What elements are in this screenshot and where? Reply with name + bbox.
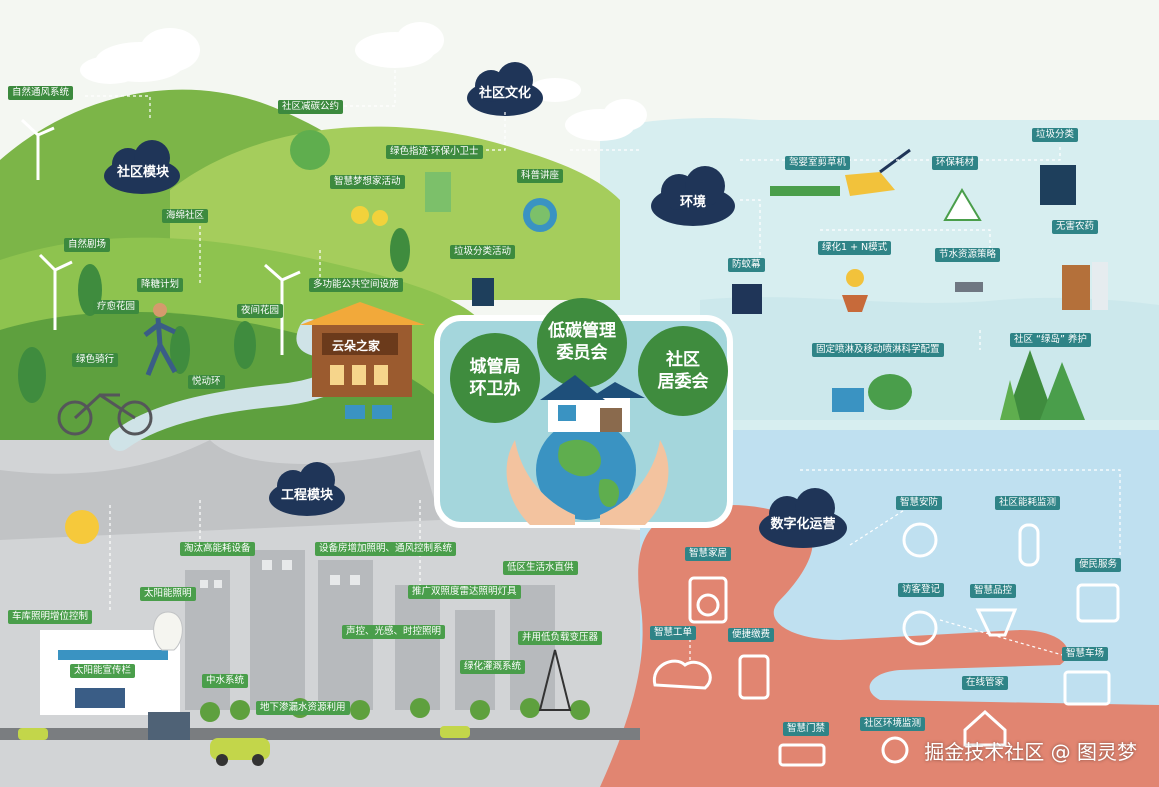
label-solar-board: 太阳能宣传栏 xyxy=(70,664,136,678)
module-title-culture: 社区文化 xyxy=(478,86,531,101)
label-public-space: 多功能公共空间设施 xyxy=(309,278,403,292)
module-title-environment: 环境 xyxy=(679,195,706,210)
label-eco-material: 环保耗材 xyxy=(932,156,979,170)
module-title-community: 社区模块 xyxy=(116,165,169,180)
cloud-house-sign: 云朵之家 xyxy=(332,339,381,353)
label-online-steward: 在线管家 xyxy=(962,676,1009,690)
label-easy-payment: 便捷缴费 xyxy=(728,628,775,642)
label-garage-lighting: 车库照明增位控制 xyxy=(8,610,93,624)
label-mosquito-screen: 防蚊幕 xyxy=(728,258,765,272)
label-smart-quality: 智慧品控 xyxy=(970,584,1017,598)
label-waste-activity: 垃圾分类活动 xyxy=(450,245,516,259)
center-circle-line2: 居委会 xyxy=(657,372,709,392)
label-equipment-lighting: 设备房增加照明、通风控制系统 xyxy=(315,542,457,556)
label-water-direct-supply: 低区生活水直供 xyxy=(503,561,578,575)
label-rain-reuse: 地下渗漏水资源利用 xyxy=(256,701,350,715)
center-circle-low-carbon-committee: 低碳管理 委员会 xyxy=(537,320,627,364)
label-smart-home: 智慧家居 xyxy=(685,547,732,561)
module-title-engineering: 工程模块 xyxy=(280,488,333,503)
label-env-monitor: 社区环境监测 xyxy=(860,717,926,731)
label-smart-parking: 智慧车场 xyxy=(1062,647,1109,661)
label-dream-activity: 智慧梦想家活动 xyxy=(330,175,405,189)
center-circle-line2: 委员会 xyxy=(556,343,608,363)
center-circle-line1: 低碳管理 xyxy=(548,321,616,341)
center-circle-line2: 环卫办 xyxy=(469,379,521,399)
label-natural-ventilation: 自然通风系统 xyxy=(8,86,74,100)
label-water-saving: 节水资源策略 xyxy=(935,248,1001,262)
center-circle-city-management: 城管局 环卫办 xyxy=(450,356,540,400)
label-greening-irrigation: 绿化灌溉系统 xyxy=(460,660,526,674)
label-safe-pesticide: 无害农药 xyxy=(1052,220,1099,234)
label-convenience-service: 便民服务 xyxy=(1075,558,1122,572)
label-reclaimed-water: 中水系统 xyxy=(202,674,249,688)
label-sound-light-control: 声控、光感、时控照明 xyxy=(342,625,446,639)
label-eliminate-devices: 淘汰高能耗设备 xyxy=(180,542,255,556)
label-transformer: 并用低负载变压器 xyxy=(518,631,603,645)
label-sponge-community: 海绵社区 xyxy=(162,209,209,223)
watermark: 掘金技术社区 @ 图灵梦 xyxy=(924,740,1137,764)
label-visitor-register: 访客登记 xyxy=(898,583,945,597)
label-cooling-plan: 降糖计划 xyxy=(137,278,184,292)
label-smart-work-order: 智慧工单 xyxy=(650,626,697,640)
label-radar-lamp: 推广双照度雷达照明灯具 xyxy=(408,585,521,599)
label-green-ride: 绿色骑行 xyxy=(72,353,119,367)
label-solar-lighting: 太阳能照明 xyxy=(140,587,196,601)
module-title-digital: 数字化运营 xyxy=(770,517,836,532)
label-healing-garden: 疗愈花园 xyxy=(93,300,140,314)
label-carbon-convention: 社区减碳公约 xyxy=(278,100,344,114)
label-natural-theater: 自然剧场 xyxy=(64,238,111,252)
label-green-guard: 绿色指迹·环保小卫士 xyxy=(386,145,483,159)
label-green-island: 社区 “绿岛” 养护 xyxy=(1010,333,1091,347)
label-spray-config: 固定喷淋及移动喷淋科学配置 xyxy=(812,343,944,357)
center-circle-line1: 城管局 xyxy=(469,357,521,377)
center-circle-line1: 社区 xyxy=(666,350,700,370)
center-circle-neighborhood-committee: 社区 居委会 xyxy=(638,349,728,393)
label-smart-security: 智慧安防 xyxy=(896,496,943,510)
label-night-garden: 夜间花园 xyxy=(237,304,284,318)
label-science-lecture: 科普讲座 xyxy=(517,169,564,183)
label-waste-sorting: 垃圾分类 xyxy=(1032,128,1079,142)
label-energy-monitor: 社区能耗监测 xyxy=(995,496,1061,510)
label-mower: 驾婴室剪草机 xyxy=(785,156,851,170)
label-smart-door: 智慧门禁 xyxy=(783,722,830,736)
label-joy-ring: 悦动环 xyxy=(188,375,225,389)
label-green-mode: 绿化1 + N模式 xyxy=(818,241,892,255)
